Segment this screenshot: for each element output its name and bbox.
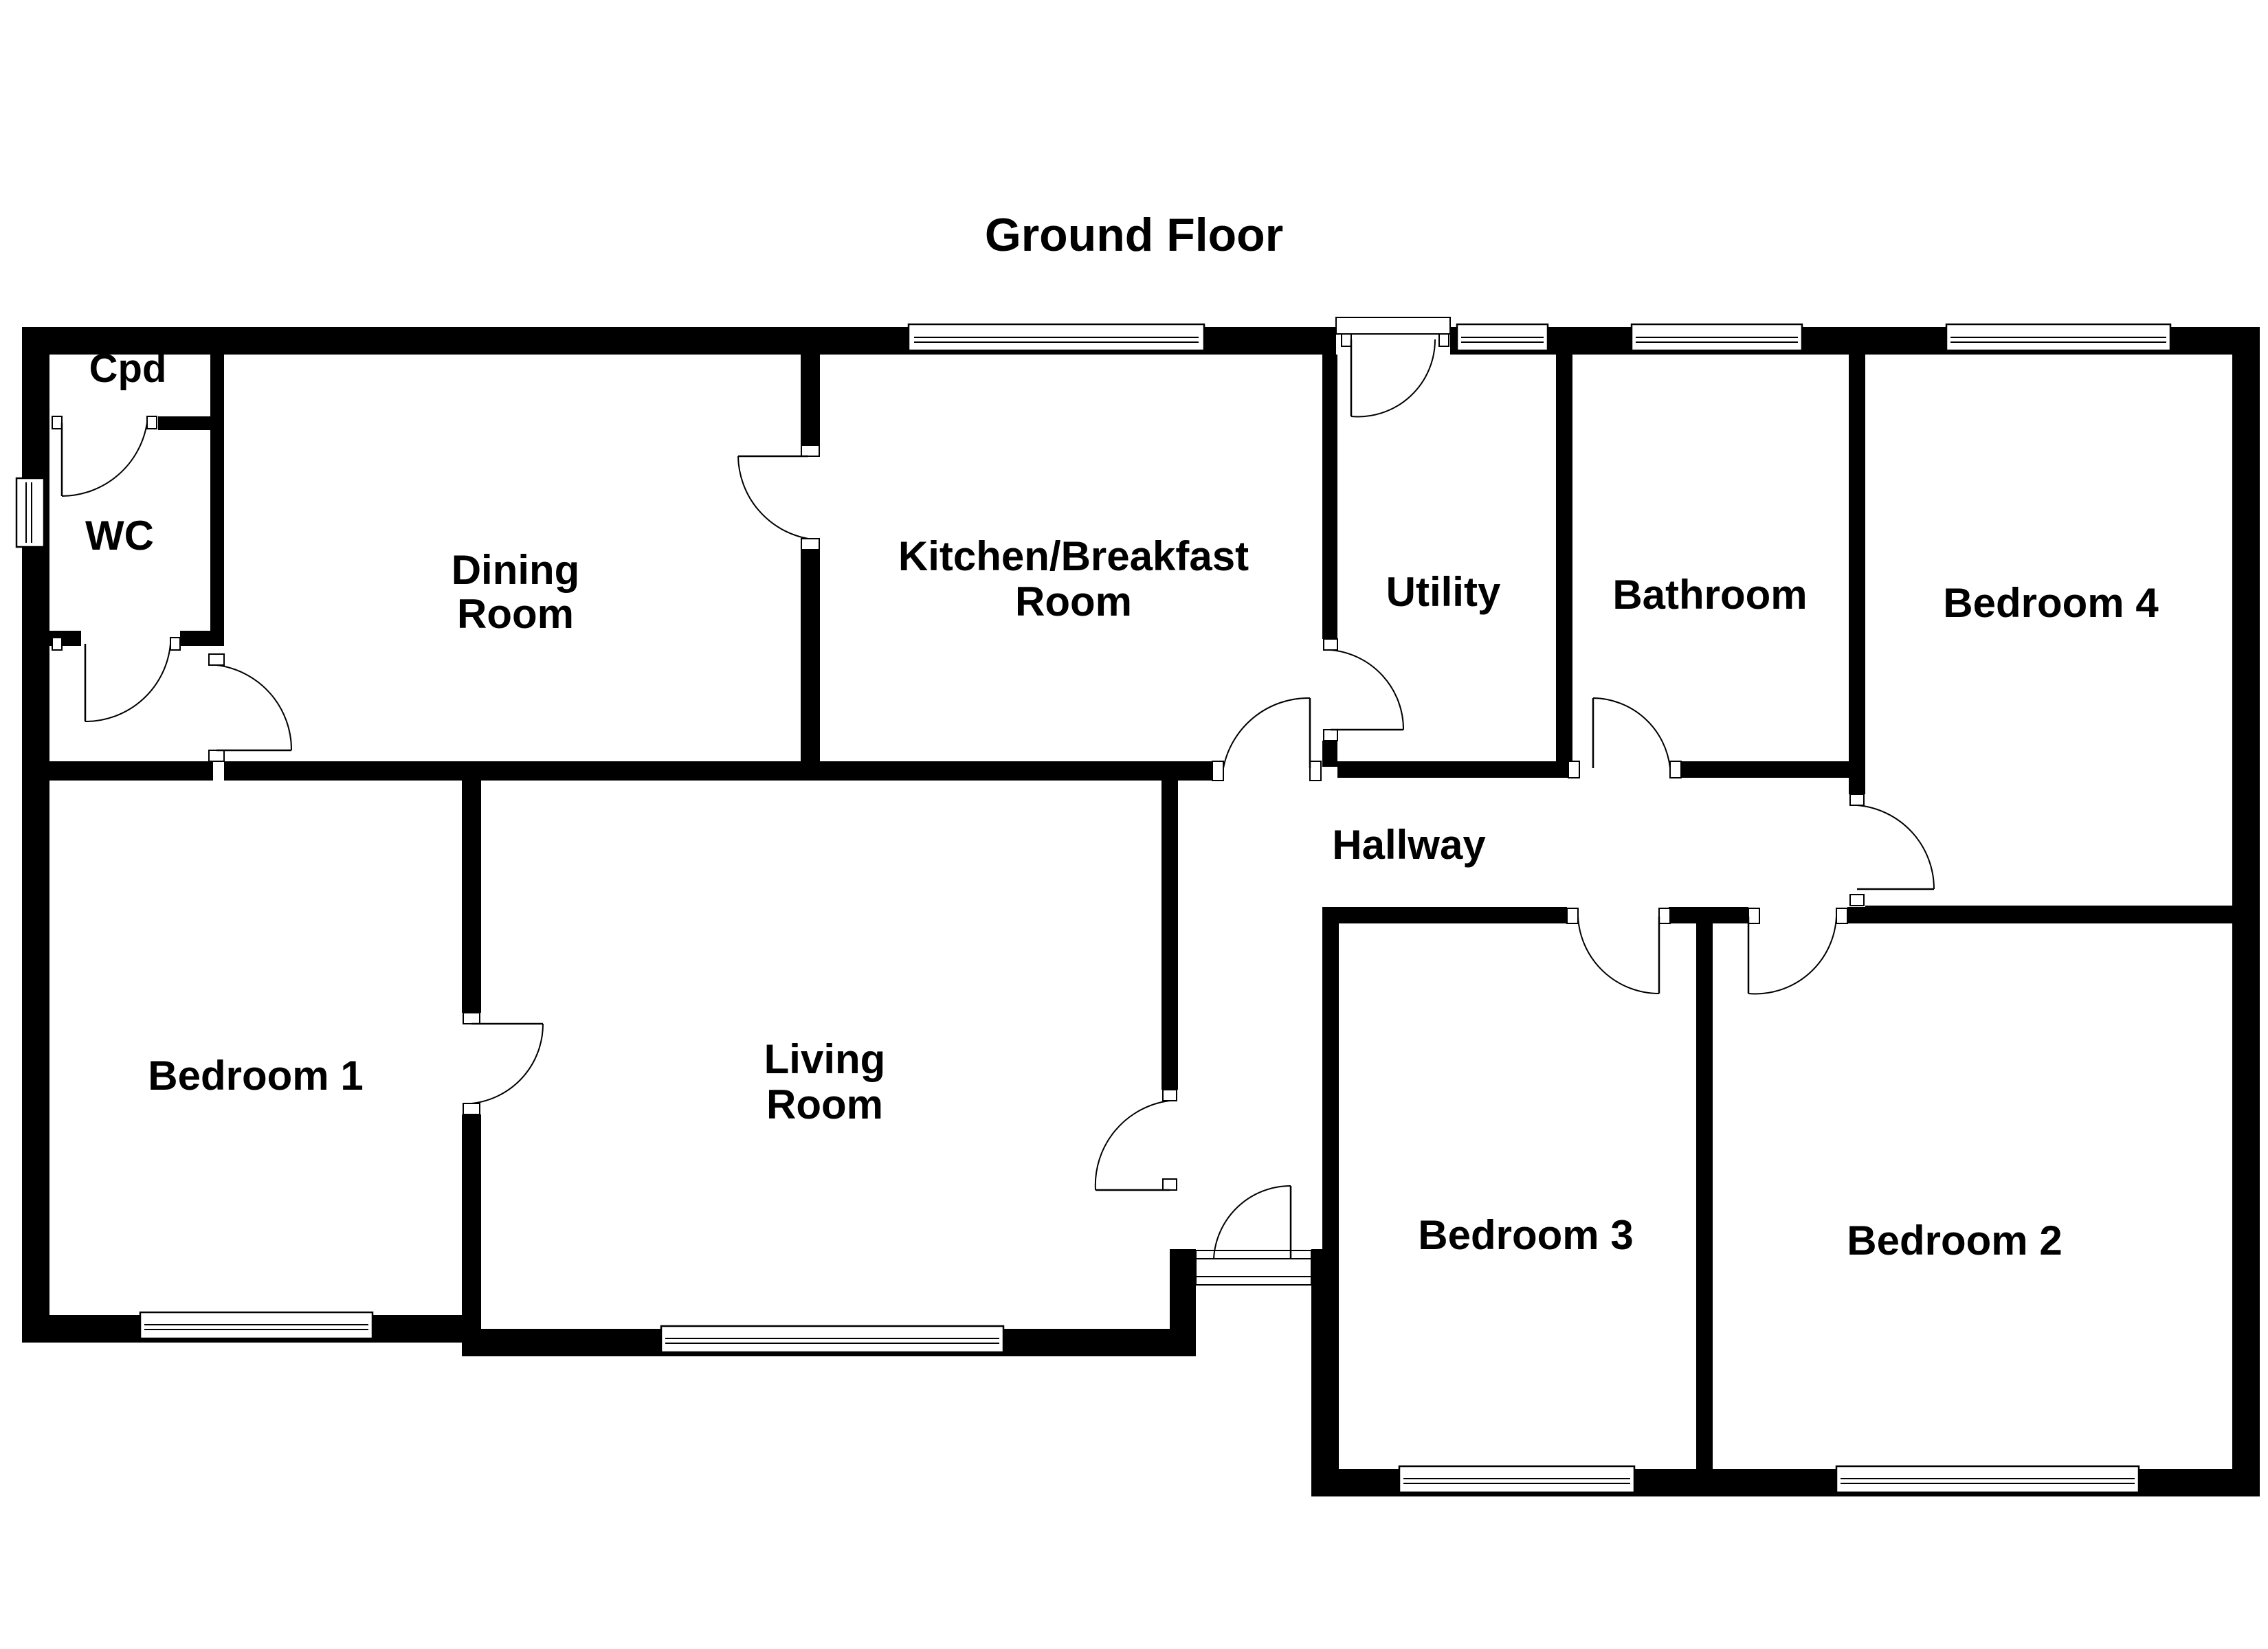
living-label-line1: Living (764, 1036, 886, 1082)
wc-window (15, 477, 45, 548)
kitchen-label-line1: Kitchen/Breakfast (898, 533, 1249, 579)
bedroom4-label: Bedroom 4 (1943, 580, 2159, 626)
cpd-door (52, 416, 157, 497)
bedroom1-window (139, 1311, 374, 1340)
living-room-window (660, 1325, 1005, 1354)
bedroom2-window (1835, 1465, 2140, 1494)
kitchen-hallway-door (1212, 697, 1322, 781)
bedroom4-door (1849, 794, 1935, 906)
dining-label-line1: Dining (452, 547, 580, 593)
utility-window (1456, 323, 1549, 352)
bathroom-label: Bathroom (1612, 572, 1807, 618)
bathroom-window (1630, 323, 1803, 352)
kitchen-label-line2: Room (1015, 579, 1132, 625)
utility-label: Utility (1386, 569, 1501, 615)
dining-kitchen-door (737, 445, 820, 550)
internal-walls (49, 355, 2260, 1483)
hallway-label: Hallway (1332, 822, 1486, 868)
bedroom2-label: Bedroom 2 (1847, 1218, 2062, 1264)
bathroom-door (1568, 697, 1682, 778)
bedroom1-label: Bedroom 1 (148, 1053, 363, 1099)
cpd-label: Cpd (89, 346, 167, 391)
floor-title: Ground Floor (985, 209, 1283, 261)
utility-external-door (1335, 317, 1451, 418)
bedroom3-window (1398, 1465, 1636, 1494)
bedroom2-door (1747, 908, 1848, 995)
bedroom3-label: Bedroom 3 (1418, 1212, 1633, 1258)
wc-door (52, 637, 181, 723)
utility-hallway-door (1323, 638, 1405, 741)
room-labels: Cpd WC Dining Room Kitchen/Breakfast Roo… (85, 346, 2159, 1264)
wc-label: WC (85, 513, 154, 559)
bedroom3-door (1566, 908, 1671, 995)
dining-label-line2: Room (457, 591, 574, 637)
bedroom4-window (1945, 323, 2172, 352)
bedroom1-living-door (463, 1012, 544, 1115)
kitchen-window (907, 323, 1205, 352)
windows (15, 323, 2172, 1494)
living-hallway-door (1094, 1089, 1177, 1191)
doors (52, 317, 1935, 1286)
front-door (1195, 1185, 1312, 1286)
dining-door (208, 653, 293, 762)
living-label-line2: Room (766, 1081, 883, 1128)
